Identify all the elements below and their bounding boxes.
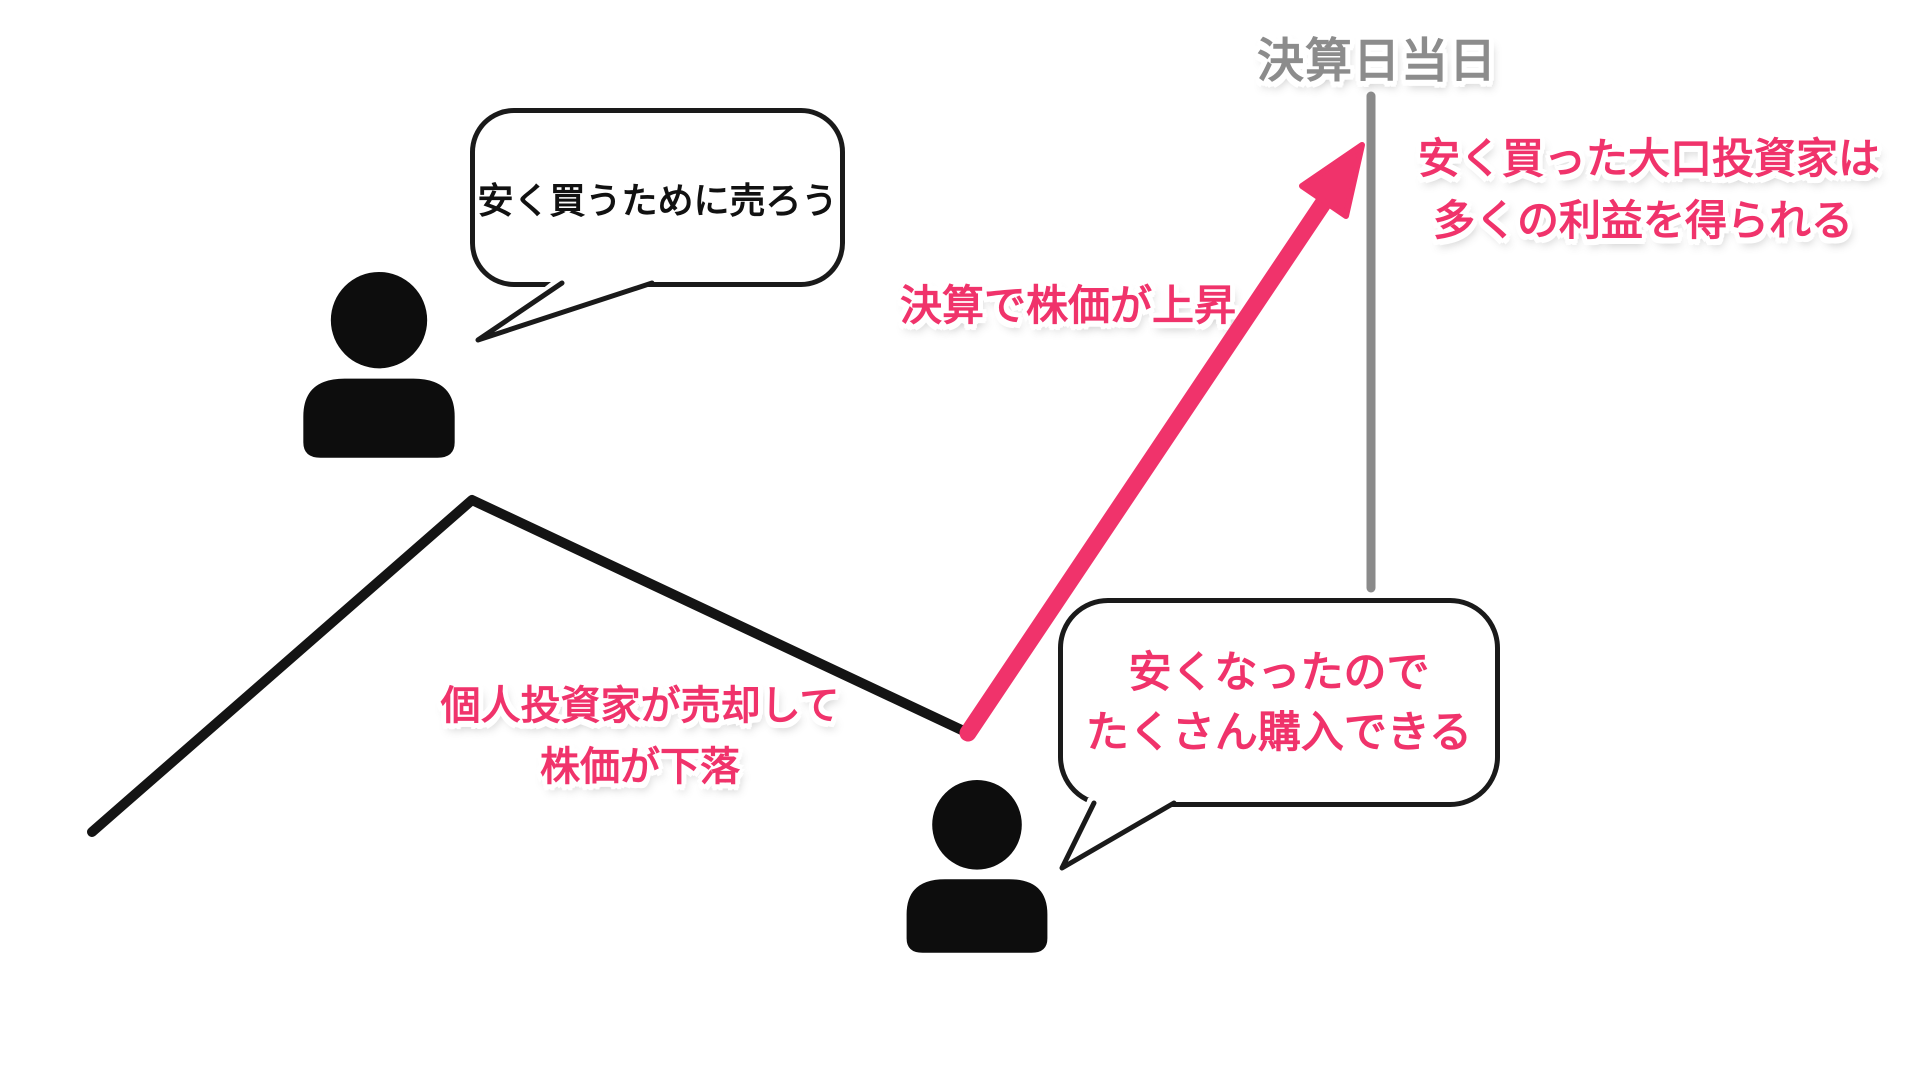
speech-bubble-sell-tail-fill xyxy=(476,278,660,342)
speech-bubble-buy-tail-fill xyxy=(1060,798,1180,870)
speech-bubble-buy-tail-outline xyxy=(1059,800,1177,871)
person-icon-body xyxy=(303,378,455,458)
speech-bubble-sell-tail xyxy=(475,278,660,343)
person-icon-head xyxy=(932,780,1022,870)
person-icon xyxy=(906,780,1048,953)
label-price-fall-line1: 個人投資家が売却して xyxy=(440,684,840,728)
settlement-day-title: 決算日当日 xyxy=(1257,34,1497,87)
label-price-rise: 決算で株価が上昇 xyxy=(899,282,1237,329)
speech-bubble-buy-line2: たくさん購入できる xyxy=(1085,708,1473,757)
speech-bubble-sell-tail-outline xyxy=(475,280,655,343)
speech-bubble-sell: 安く買うために売ろう xyxy=(470,108,845,287)
speech-bubble-buy-line1: 安くなったので xyxy=(1128,648,1430,697)
label-investor-profit-line1: 安く買った大口投資家は xyxy=(1418,135,1881,182)
person-icon-body xyxy=(906,879,1048,953)
label-price-fall: 個人投資家が売却して 株価が下落 xyxy=(420,676,860,798)
speech-bubble-buy-tail xyxy=(1059,798,1180,871)
person-icon-head xyxy=(330,272,428,369)
label-investor-profit: 安く買った大口投資家は 多くの利益を得られる xyxy=(1418,128,1881,252)
price-surge-arrow-head xyxy=(1299,142,1365,219)
person-icon xyxy=(303,272,455,458)
label-investor-profit-line2: 多くの利益を得られる xyxy=(1432,197,1853,244)
speech-bubble-buy: 安くなったので たくさん購入できる xyxy=(1058,598,1500,807)
label-price-fall-line2: 株価が下落 xyxy=(540,745,740,789)
speech-bubble-sell-text: 安く買うために売ろう xyxy=(477,179,838,221)
